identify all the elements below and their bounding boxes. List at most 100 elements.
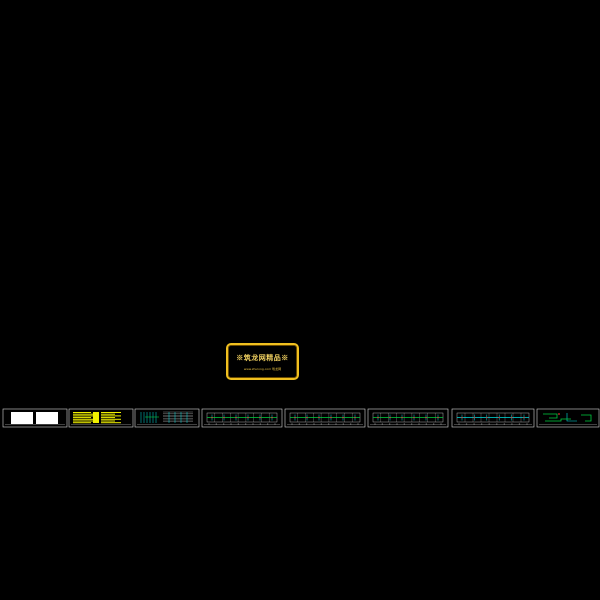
- sheet-5-plan: [284, 408, 366, 428]
- axis-bubble: [518, 423, 521, 425]
- axis-bubble: [425, 423, 427, 425]
- axis-bubble: [488, 423, 490, 425]
- fixture-mark: [271, 416, 273, 419]
- fixture-mark: [498, 416, 501, 419]
- axis-bubble: [389, 423, 391, 425]
- axis-bubble: [342, 423, 344, 425]
- fixture-mark: [425, 416, 427, 419]
- note-text-line: [101, 415, 121, 417]
- axis-bubble: [458, 423, 460, 425]
- fixture-mark: [354, 416, 356, 419]
- axis-bubble: [465, 423, 468, 425]
- axis-bubble: [526, 423, 528, 425]
- fixture-mark: [401, 416, 403, 419]
- sheet-6-plan: [367, 408, 449, 428]
- axis-bubble: [313, 423, 315, 425]
- note-text-line: [73, 417, 91, 419]
- fixture-mark: [294, 416, 296, 419]
- axis-bubble: [215, 423, 217, 425]
- axis-bubble: [396, 423, 398, 425]
- axis-bubble: [381, 423, 383, 425]
- detail-pipe: [566, 413, 577, 422]
- axis-bubble: [503, 423, 505, 425]
- fixture-mark: [523, 416, 525, 419]
- note-block: [93, 412, 99, 423]
- axis-bubble: [328, 423, 330, 425]
- note-text-line: [101, 418, 121, 420]
- fixture-mark: [389, 416, 391, 419]
- axis-bubble: [298, 423, 300, 425]
- axis-bubble: [496, 423, 498, 425]
- note-text-line: [101, 420, 115, 422]
- fixture-mark: [461, 416, 463, 419]
- axis-bubble: [335, 423, 337, 425]
- fixture-mark: [211, 416, 213, 419]
- axis-bubble: [259, 423, 261, 425]
- axis-bubble: [473, 423, 475, 425]
- sheet-2-notes: [68, 408, 134, 428]
- axis-bubble: [306, 423, 308, 425]
- axis-bubble: [230, 423, 232, 425]
- axis-bubble: [245, 423, 247, 425]
- sheet-8-details: [536, 408, 600, 428]
- sheet-frame: [2, 408, 68, 428]
- axis-bubble: [223, 423, 225, 425]
- sheet-7-roof-plan: [451, 408, 535, 428]
- fixture-mark: [377, 416, 379, 419]
- axis-bubble: [237, 423, 239, 425]
- watermark-url: www.zhulong.com 筑龙网: [243, 367, 282, 371]
- fixture-mark: [342, 416, 344, 419]
- detail-pipe: [581, 414, 592, 422]
- fixture-mark: [330, 416, 332, 419]
- sheet-frame: [134, 408, 200, 428]
- fixture-mark: [437, 416, 439, 419]
- fixture-mark: [223, 416, 225, 419]
- axis-bubble: [208, 423, 210, 425]
- sheet-frame: [201, 408, 283, 428]
- note-text-line: [73, 420, 99, 422]
- sheet-frame: [68, 408, 134, 428]
- axis-bubble: [433, 423, 435, 425]
- fixture-mark: [247, 416, 249, 419]
- axis-bubble: [440, 423, 442, 425]
- sheet-frame: [367, 408, 449, 428]
- note-text-line: [73, 415, 99, 417]
- note-text-line: [101, 413, 115, 415]
- fixture-mark: [510, 416, 513, 419]
- sheet-3-system: [134, 408, 200, 428]
- sheet-frame: [536, 408, 600, 428]
- note-text-line: [73, 412, 91, 413]
- axis-bubble: [291, 423, 293, 425]
- axis-bubble: [403, 423, 405, 425]
- axis-bubble: [252, 423, 254, 425]
- cover-panel: [36, 412, 58, 424]
- sheet-1-cover: [2, 408, 68, 428]
- axis-bubble: [274, 423, 276, 425]
- axis-bubble: [320, 423, 322, 425]
- fixture-mark: [306, 416, 308, 419]
- fixture-mark: [473, 416, 476, 419]
- detail-pipe: [543, 413, 558, 419]
- sheet-4-plan: [201, 408, 283, 428]
- sheet-frame: [284, 408, 366, 428]
- watermark-title: ※筑龙网精品※: [236, 353, 289, 362]
- cover-panel: [11, 412, 33, 424]
- axis-bubble: [350, 423, 352, 425]
- detail-pipe: [545, 418, 571, 422]
- fixture-mark: [318, 416, 320, 419]
- axis-bubble: [418, 423, 420, 425]
- fixture-mark: [486, 416, 488, 419]
- axis-bubble: [481, 423, 483, 425]
- note-text-line: [101, 417, 115, 419]
- fixture-mark: [413, 416, 415, 419]
- note-text-line: [73, 422, 91, 424]
- note-text-line: [101, 412, 121, 413]
- axis-bubble: [511, 423, 513, 425]
- note-text-line: [73, 418, 95, 420]
- fixture-mark: [235, 416, 237, 419]
- note-text-line: [73, 413, 95, 415]
- axis-bubble: [357, 423, 359, 425]
- axis-bubble: [374, 423, 376, 425]
- watermark-stamp: ※筑龙网精品※ www.zhulong.com 筑龙网: [226, 343, 299, 380]
